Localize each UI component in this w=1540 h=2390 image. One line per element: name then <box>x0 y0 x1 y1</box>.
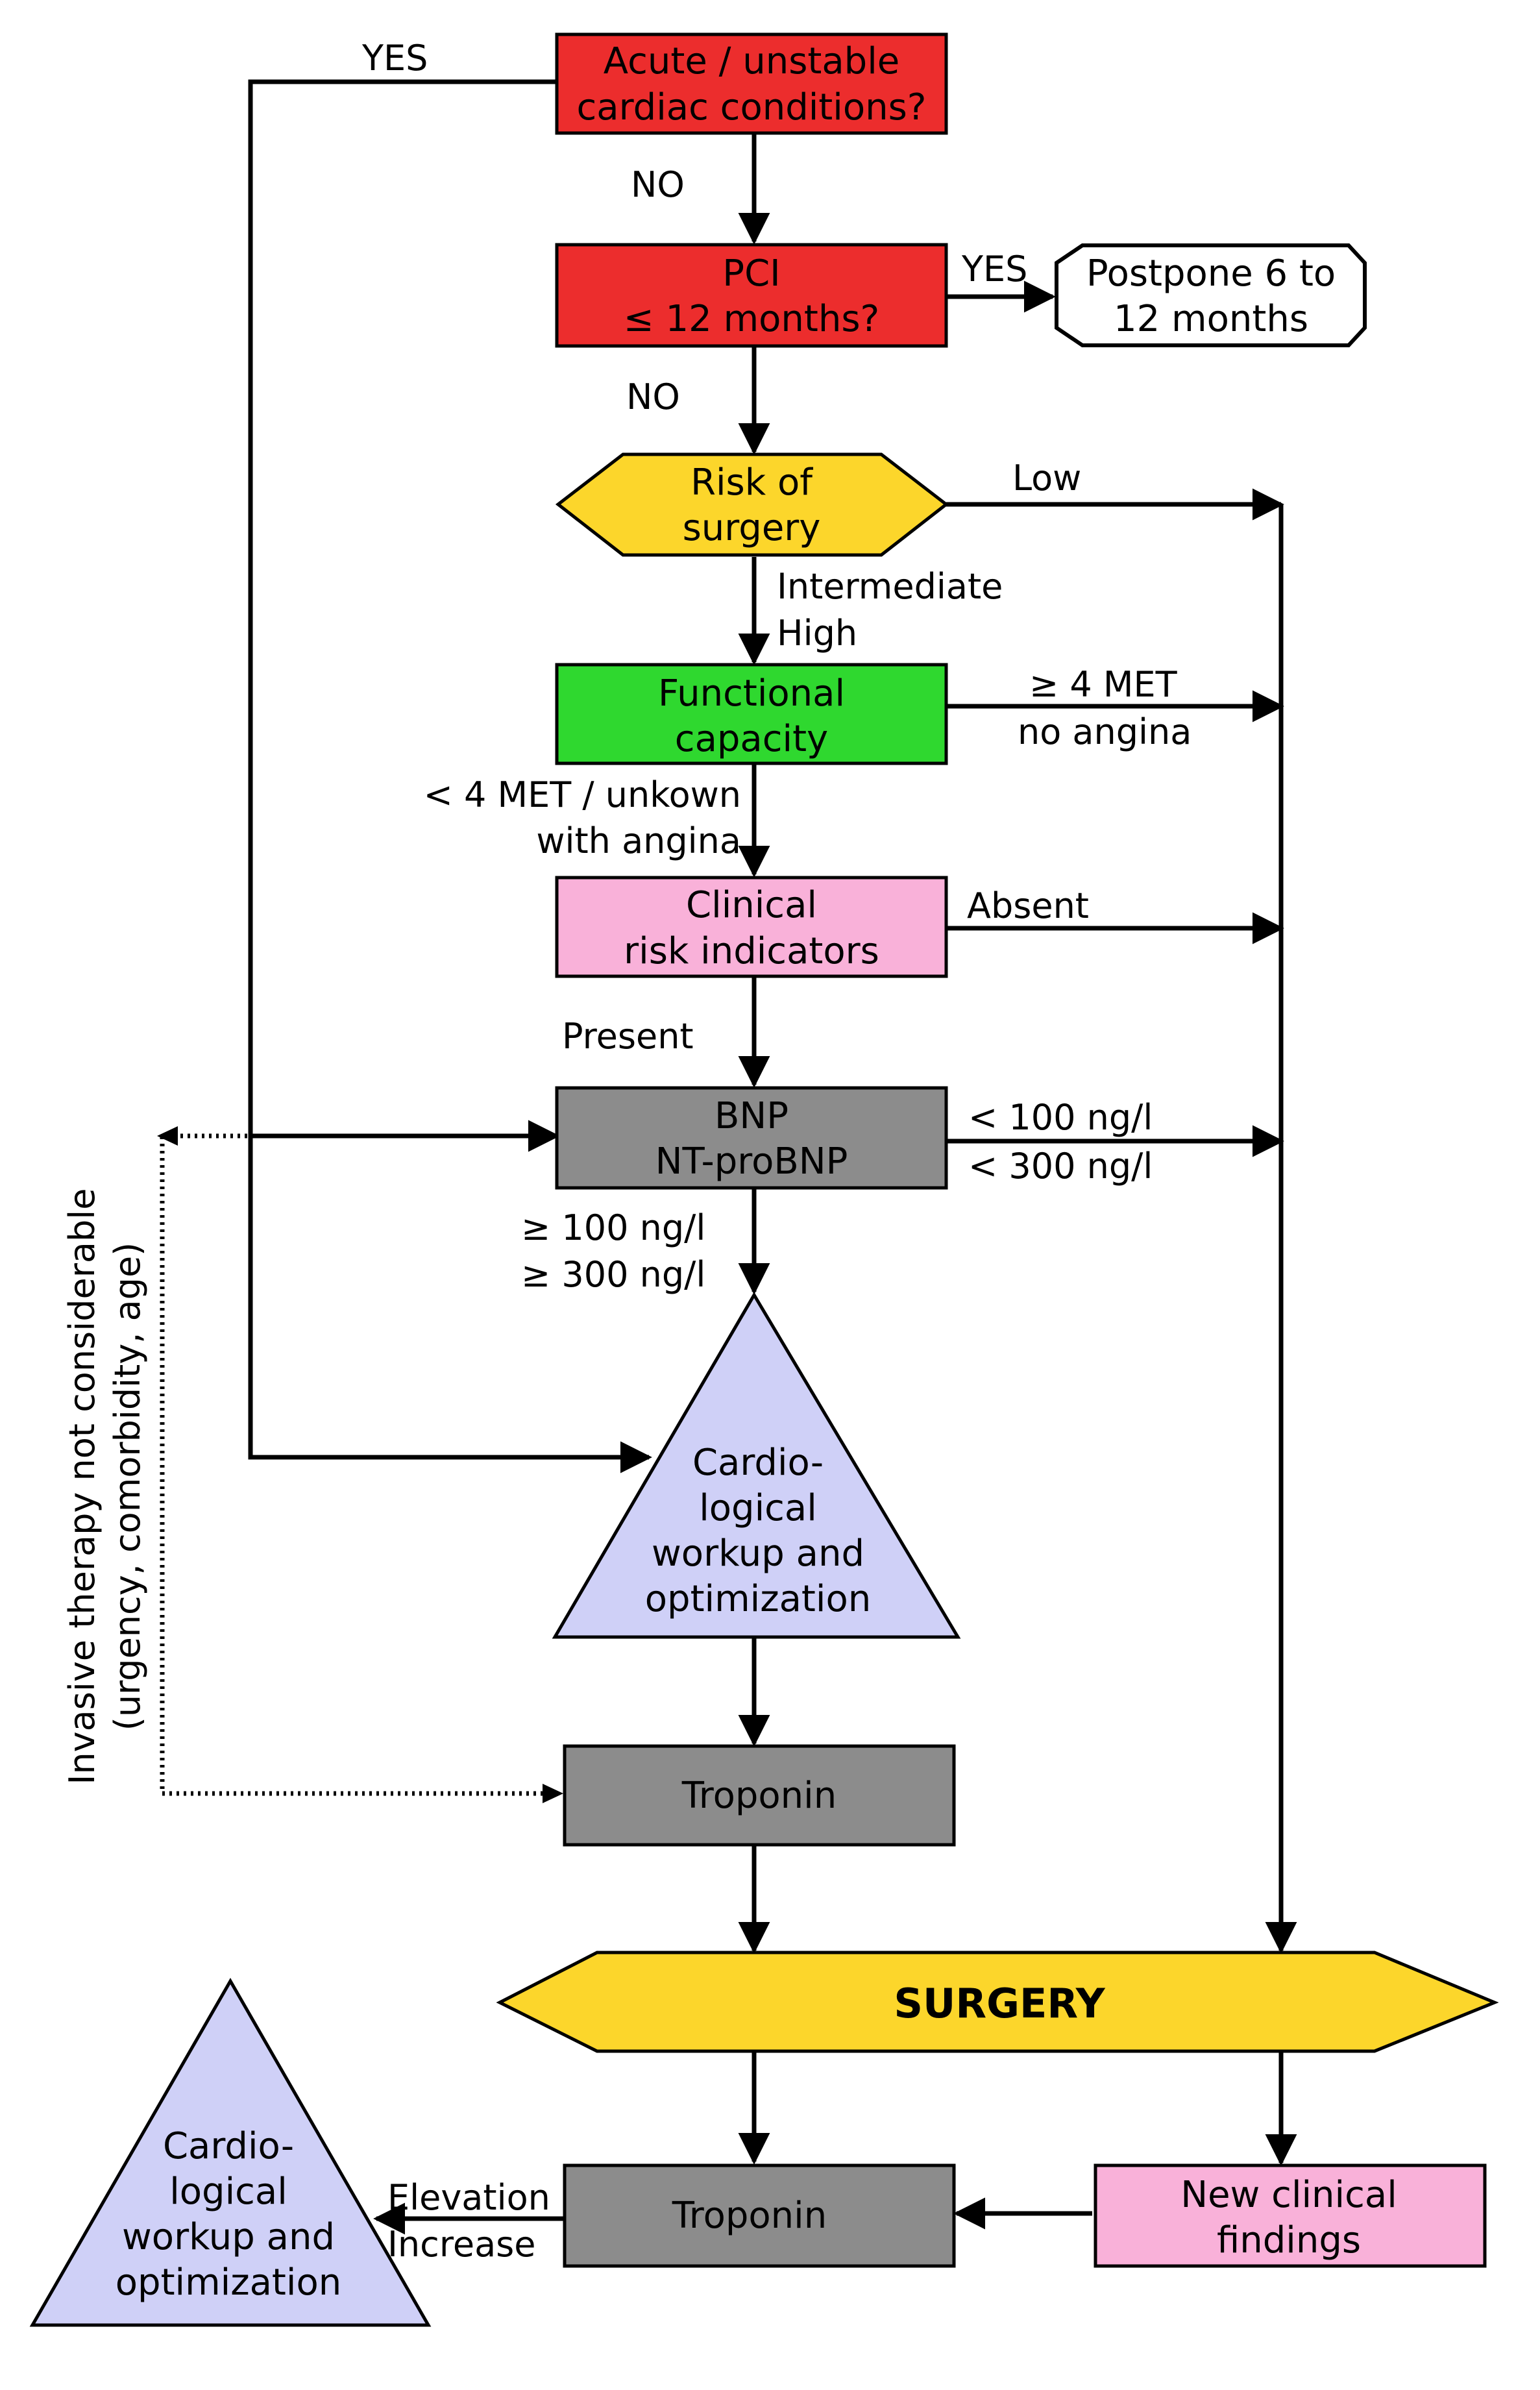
label-func-good-1: ≥ 4 MET <box>1029 664 1178 705</box>
node-troponin-2-label: Troponin <box>672 2195 827 2237</box>
node-workup-1-line2: logical <box>699 1487 817 1529</box>
node-workup-1-line4: optimization <box>645 1578 871 1620</box>
label-bnp-low-1: < 100 ng/l <box>968 1097 1153 1138</box>
node-postpone: Postpone 6 to 12 months <box>1055 243 1367 347</box>
node-workup-2-line2: logical <box>169 2171 287 2213</box>
label-acute-yes: YES <box>361 38 428 79</box>
node-workup-2-line4: optimization <box>116 2261 341 2304</box>
label-pci-yes: YES <box>961 249 1027 290</box>
node-postpone-shape <box>1055 243 1367 347</box>
node-postpone-line2: 12 months <box>1114 298 1308 340</box>
node-new-findings: New clinical findings <box>1094 2163 1487 2268</box>
label-trop-increase: Increase <box>387 2224 536 2265</box>
node-clinical-box <box>555 876 948 978</box>
node-workup-1-shape <box>552 1292 961 1639</box>
side-note-line2: (urgency, comorbidity, age) <box>107 1242 148 1731</box>
label-bnp-low-2: < 300 ng/l <box>968 1146 1153 1187</box>
node-new-findings-box <box>1094 2163 1487 2268</box>
node-pci-line1: PCI <box>722 253 780 295</box>
node-pci-box <box>555 243 948 348</box>
node-workup-2-line1: Cardio- <box>163 2125 294 2167</box>
node-workup-2: Cardio- logical workup and optimization <box>29 1977 432 2327</box>
node-workup-1-line3: workup and <box>652 1533 864 1575</box>
label-risk-intermediate: Intermediate <box>777 566 1003 607</box>
node-acute-line2: cardiac conditions? <box>577 86 927 129</box>
node-troponin-2-box <box>563 2163 956 2268</box>
side-note-line1: Invasive therapy not considerable <box>62 1189 103 1785</box>
node-risk-shape <box>555 452 949 557</box>
label-bnp-high-1: ≥ 100 ng/l <box>521 1207 705 1248</box>
label-func-good-2: no angina <box>1018 711 1192 752</box>
node-troponin-1-label: Troponin <box>681 1775 837 1817</box>
node-troponin-1-box <box>563 1744 956 1847</box>
label-func-poor-2: with angina <box>536 820 741 861</box>
edge-acute-yes-path <box>248 79 652 1473</box>
connectors <box>248 79 1297 2235</box>
node-workup-2-line3: workup and <box>122 2216 335 2258</box>
node-bnp: BNP NT-proBNP <box>555 1086 948 1190</box>
dotted-connectors <box>160 1133 557 1796</box>
node-new-findings-line1: New clinical <box>1180 2174 1397 2216</box>
label-risk-high: High <box>777 613 857 654</box>
edge-labels: YES NO YES NO Low Intermediate High ≥ 4 … <box>361 38 1192 2265</box>
node-bnp-box <box>555 1086 948 1190</box>
node-surgery: SURGERY <box>496 1951 1499 2053</box>
node-clinical-line2: risk indicators <box>624 930 879 972</box>
arrowhead-dotted-left <box>157 1126 178 1146</box>
node-acute-box <box>555 32 948 135</box>
node-bnp-line1: BNP <box>715 1095 788 1137</box>
node-risk-line2: surgery <box>683 507 821 549</box>
node-surgery-label: SURGERY <box>894 1980 1105 2027</box>
node-risk-line1: Risk of <box>691 462 813 504</box>
node-surgery-shape <box>496 1951 1499 2053</box>
node-workup-1-line1: Cardio- <box>692 1442 824 1484</box>
label-func-poor-1: < 4 MET / unkown <box>424 774 741 815</box>
node-clinical-line1: Clinical <box>686 884 817 926</box>
node-clinical: Clinical risk indicators <box>555 876 948 978</box>
node-functional-line1: Functional <box>658 672 845 715</box>
node-risk: Risk of surgery <box>555 452 949 557</box>
node-new-findings-line2: findings <box>1217 2219 1361 2261</box>
arrowhead-dotted-right <box>543 1784 563 1803</box>
node-acute: Acute / unstable cardiac conditions? <box>555 32 948 135</box>
node-acute-line1: Acute / unstable <box>604 40 899 82</box>
label-clinical-absent: Absent <box>967 885 1089 926</box>
label-acute-no: NO <box>631 164 685 205</box>
node-troponin-1: Troponin <box>563 1744 956 1847</box>
label-trop-elevation: Elevation <box>387 2177 550 2218</box>
node-workup-1: Cardio- logical workup and optimization <box>552 1292 961 1639</box>
label-bnp-high-2: ≥ 300 ng/l <box>521 1254 705 1295</box>
node-troponin-2: Troponin <box>563 2163 956 2268</box>
side-note: Invasive therapy not considerable (urgen… <box>62 1189 148 1785</box>
node-bnp-line2: NT-proBNP <box>655 1140 848 1183</box>
node-functional-box <box>555 663 948 765</box>
node-functional: Functional capacity <box>555 663 948 765</box>
label-clinical-present: Present <box>562 1016 694 1057</box>
node-postpone-line1: Postpone 6 to <box>1086 253 1336 295</box>
label-pci-no: NO <box>626 376 680 417</box>
edge-dotted-side <box>160 1133 557 1796</box>
node-workup-2-shape <box>29 1977 432 2327</box>
node-pci: PCI ≤ 12 months? <box>555 243 948 348</box>
node-functional-line2: capacity <box>675 718 828 760</box>
node-pci-line2: ≤ 12 months? <box>624 298 879 340</box>
label-risk-low: Low <box>1012 458 1081 499</box>
